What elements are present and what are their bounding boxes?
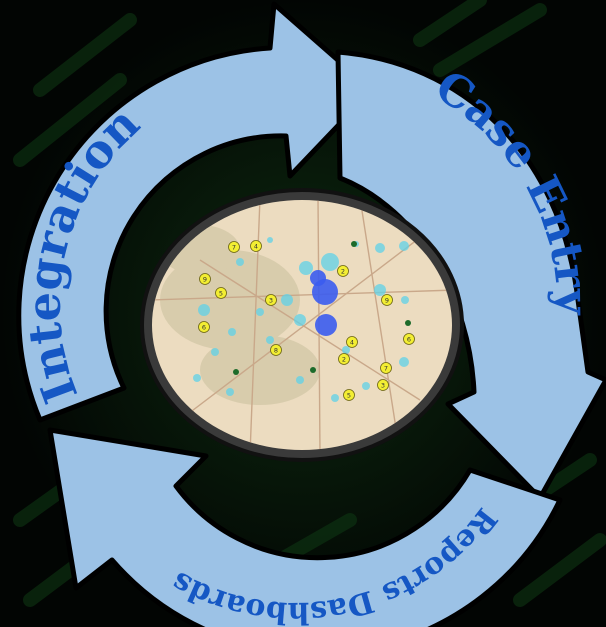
map-marker-yellow-dot xyxy=(215,287,227,299)
map-marker-yellow-dot xyxy=(198,321,210,333)
map-cluster-cyan xyxy=(375,243,385,253)
map-marker-yellow-count: 2 xyxy=(341,268,345,276)
map-marker-yellow-count: 6 xyxy=(202,324,206,332)
map-marker-yellow-dot xyxy=(380,362,392,374)
map-marker-yellow-dot xyxy=(228,241,240,253)
map-marker-green xyxy=(233,369,239,375)
map-marker-yellow: 2 xyxy=(338,353,350,365)
map-cluster-blue xyxy=(310,270,326,286)
map-marker-yellow: 3 xyxy=(265,294,277,306)
map-marker-yellow: 8 xyxy=(270,344,282,356)
map-marker-yellow-dot xyxy=(250,240,262,252)
map-cluster-cyan xyxy=(198,304,210,316)
map-cluster-cyan xyxy=(331,394,339,402)
map-marker-green xyxy=(310,367,316,373)
map-cluster-cyan xyxy=(299,261,313,275)
map-marker-yellow-count: 3 xyxy=(381,382,385,390)
map-marker-yellow-count: 7 xyxy=(384,365,388,373)
arrow-reports-dashboards xyxy=(47,427,563,627)
map-cluster-cyan xyxy=(236,258,244,266)
map-marker-yellow-dot xyxy=(265,294,277,306)
map-marker-yellow: 7 xyxy=(228,241,240,253)
map-marker-yellow-dot xyxy=(270,344,282,356)
map-marker-yellow: 3 xyxy=(377,379,389,391)
map-cluster-cyan xyxy=(211,348,219,356)
map-cluster-blue xyxy=(315,314,337,336)
map-marker-yellow: 4 xyxy=(346,336,358,348)
map-marker-yellow-dot xyxy=(338,353,350,365)
map-marker-yellow-dot xyxy=(403,333,415,345)
map-marker-yellow-dot xyxy=(199,273,211,285)
map-cluster-cyan xyxy=(226,388,234,396)
map-marker-yellow: 7 xyxy=(380,362,392,374)
map-marker-yellow: 6 xyxy=(403,333,415,345)
map-cluster-cyan xyxy=(281,294,293,306)
map-marker-yellow-count: 3 xyxy=(269,297,273,305)
map-marker-yellow-count: 7 xyxy=(232,244,236,252)
map-cluster-cyan xyxy=(401,296,409,304)
map-marker-yellow: 5 xyxy=(215,287,227,299)
map-cluster-cyan xyxy=(321,253,339,271)
map-cluster-cyan xyxy=(342,346,350,354)
map-marker-yellow-count: 6 xyxy=(407,336,411,344)
map-marker-yellow-dot xyxy=(377,379,389,391)
map-markers: 7 4 9 5 3 6 8 2 4 7 5 3 6 9 2 xyxy=(193,237,415,402)
map-cluster-cyan xyxy=(296,376,304,384)
map-cluster-cyan xyxy=(266,336,274,344)
map-cluster-cyan xyxy=(399,357,409,367)
map-marker-yellow-count: 4 xyxy=(254,243,258,251)
map-marker-green xyxy=(351,241,357,247)
map-marker-yellow: 5 xyxy=(343,389,355,401)
map-marker-yellow-count: 5 xyxy=(219,290,223,298)
map-marker-yellow: 9 xyxy=(199,273,211,285)
arrow-integration xyxy=(16,1,375,423)
map-marker-yellow-dot xyxy=(346,336,358,348)
map-cluster-cyan xyxy=(256,308,264,316)
map-roads xyxy=(152,200,452,450)
map-marker-yellow-count: 9 xyxy=(203,276,207,284)
center-map: 7 4 9 5 3 6 8 2 4 7 5 3 6 9 2 xyxy=(140,188,464,462)
map-marker-yellow-dot xyxy=(337,265,349,277)
map-marker-yellow: 2 xyxy=(337,265,349,277)
map-cluster-cyan xyxy=(294,314,306,326)
map-marker-yellow: 6 xyxy=(198,321,210,333)
map-cluster-cyan xyxy=(374,284,386,296)
map-cluster-cyan xyxy=(362,382,370,390)
map-marker-yellow: 4 xyxy=(250,240,262,252)
map-marker-yellow-count: 2 xyxy=(342,356,346,364)
map-marker-yellow-dot xyxy=(381,294,393,306)
map-cluster-cyan xyxy=(399,241,409,251)
map-marker-yellow-dot xyxy=(343,389,355,401)
map-marker-green xyxy=(405,320,411,326)
map-marker-yellow-count: 5 xyxy=(347,392,351,400)
map-marker-yellow-count: 4 xyxy=(350,339,354,347)
map-cluster-cyan xyxy=(193,374,201,382)
map-cluster-cyan xyxy=(228,328,236,336)
map-cluster-cyan xyxy=(267,237,273,243)
map-marker-yellow-count: 9 xyxy=(385,297,389,305)
map-marker-yellow-count: 8 xyxy=(274,347,278,355)
map-marker-yellow: 9 xyxy=(381,294,393,306)
